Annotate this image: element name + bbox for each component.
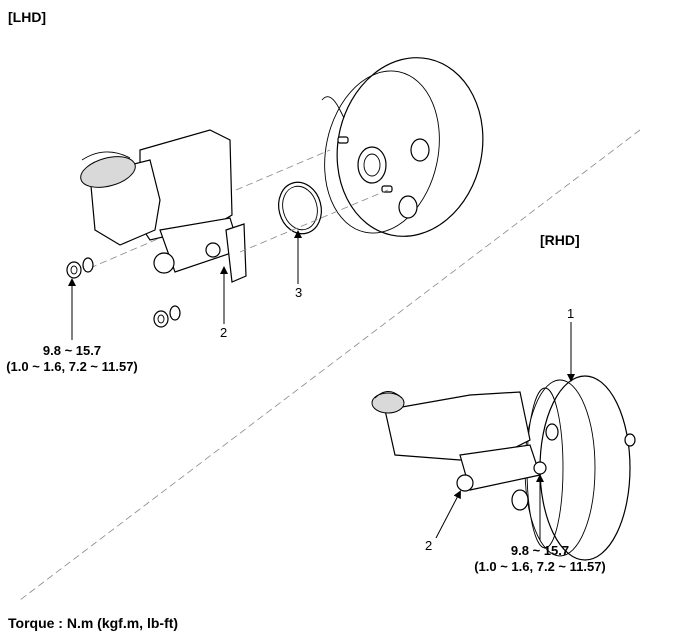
torque-lhd-units: (1.0 ~ 1.6, 7.2 ~ 11.57) [6, 359, 138, 374]
rhd-title: [RHD] [540, 232, 580, 248]
leader-2-rhd [435, 490, 461, 539]
callout-2-lhd: 2 [220, 325, 227, 340]
torque-rhd-units: (1.0 ~ 1.6, 7.2 ~ 11.57) [474, 559, 606, 574]
rhd-brake-booster [511, 375, 636, 561]
lhd-nut-lower [153, 305, 181, 328]
lhd-nut-upper [66, 257, 94, 279]
lhd-master-cylinder [80, 129, 389, 283]
section-divider [19, 129, 641, 601]
torque-lhd-value: 9.8 ~ 15.7 [43, 343, 101, 358]
callout-2-rhd: 2 [425, 538, 432, 553]
callout-3: 3 [295, 285, 302, 300]
torque-rhd-value: 9.8 ~ 15.7 [511, 543, 569, 558]
lhd-title: [LHD] [8, 9, 46, 25]
callout-1: 1 [567, 306, 574, 321]
rhd-master-cylinder [371, 391, 547, 492]
torque-legend: Torque : N.m (kgf.m, lb-ft) [8, 615, 178, 631]
lhd-o-ring [278, 181, 322, 235]
lhd-brake-booster [321, 57, 484, 237]
